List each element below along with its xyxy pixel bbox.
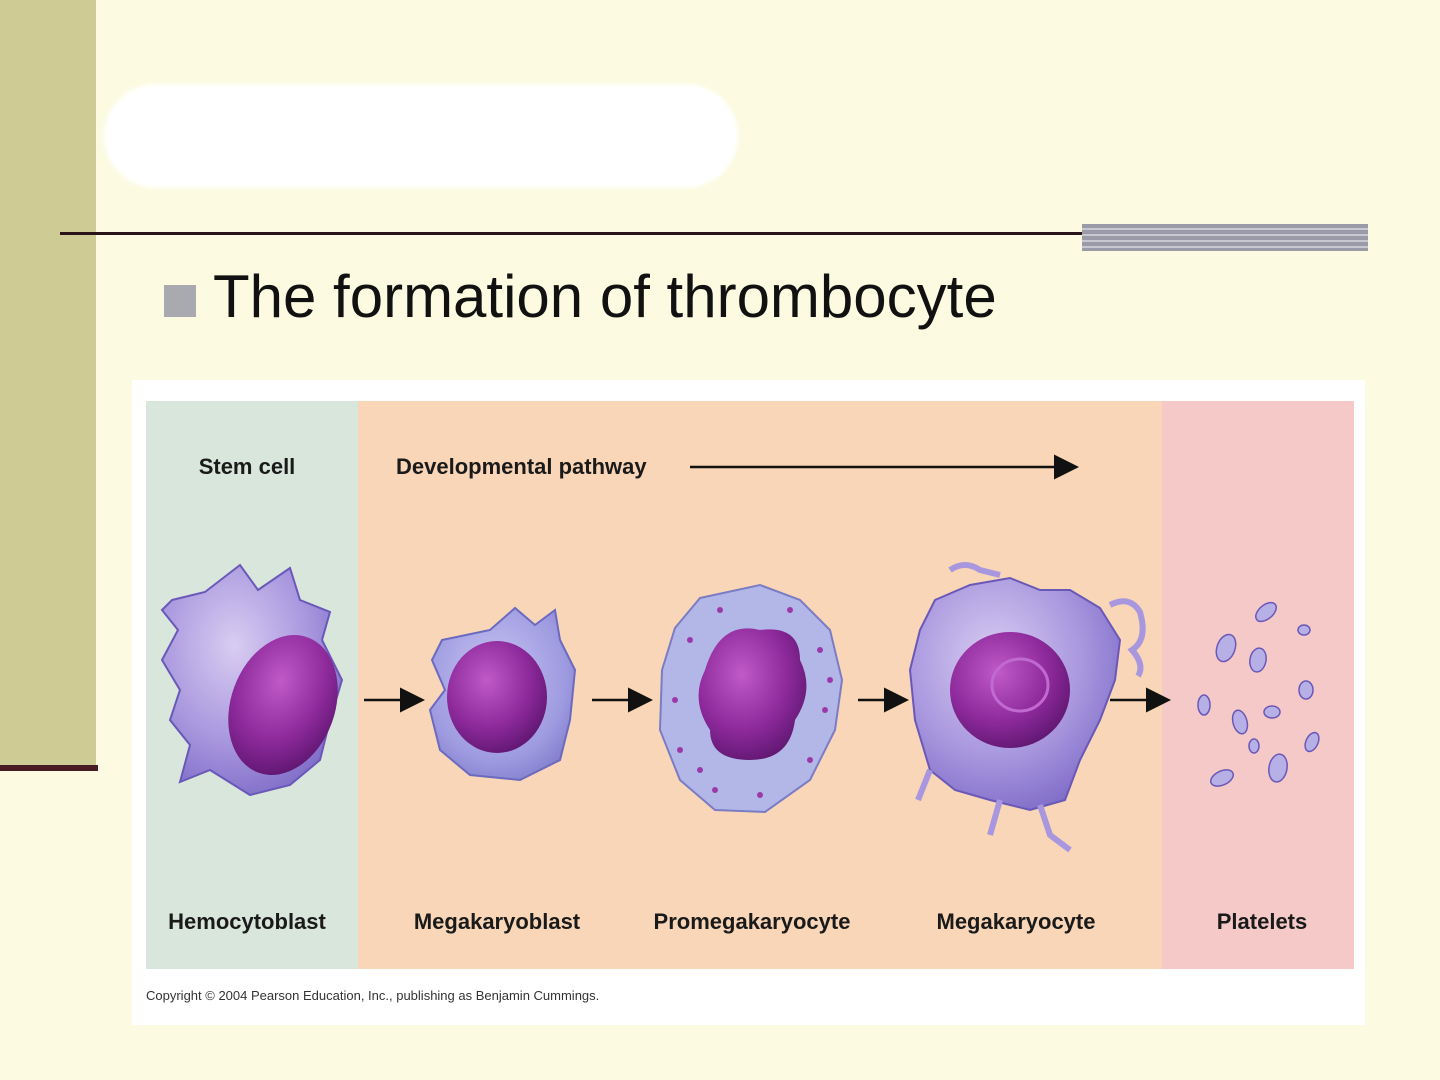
promegakaryocyte-cell — [658, 583, 844, 814]
platelets-cluster — [1197, 601, 1320, 787]
rule-accent-bar — [1082, 224, 1368, 251]
pathway-header: Developmental pathway — [396, 454, 647, 479]
platelets-zone — [1162, 401, 1354, 969]
copyright-note: Copyright © 2004 Pearson Education, Inc.… — [146, 988, 599, 1003]
stem-cell-header: Stem cell — [199, 454, 296, 479]
title-placeholder — [104, 84, 738, 188]
bullet-square-icon — [164, 285, 196, 317]
stage-label-platelets: Platelets — [1217, 909, 1308, 934]
stage-label-megakaryoblast: Megakaryoblast — [414, 909, 581, 934]
stage-label-hemocytoblast: Hemocytoblast — [168, 909, 326, 934]
title-rule — [60, 232, 1368, 235]
bullet-text: The formation of thrombocyte — [213, 263, 997, 330]
left-sidebar-underline — [0, 765, 98, 771]
megakaryoblast-cell — [428, 606, 577, 782]
left-sidebar-bar — [0, 0, 96, 765]
stage-label-promegakaryocyte: Promegakaryocyte — [654, 909, 851, 934]
stage-label-megakaryocyte: Megakaryocyte — [937, 909, 1096, 934]
hemocytoblast-cell — [160, 563, 344, 797]
megakaryocyte-cell — [908, 562, 1146, 853]
